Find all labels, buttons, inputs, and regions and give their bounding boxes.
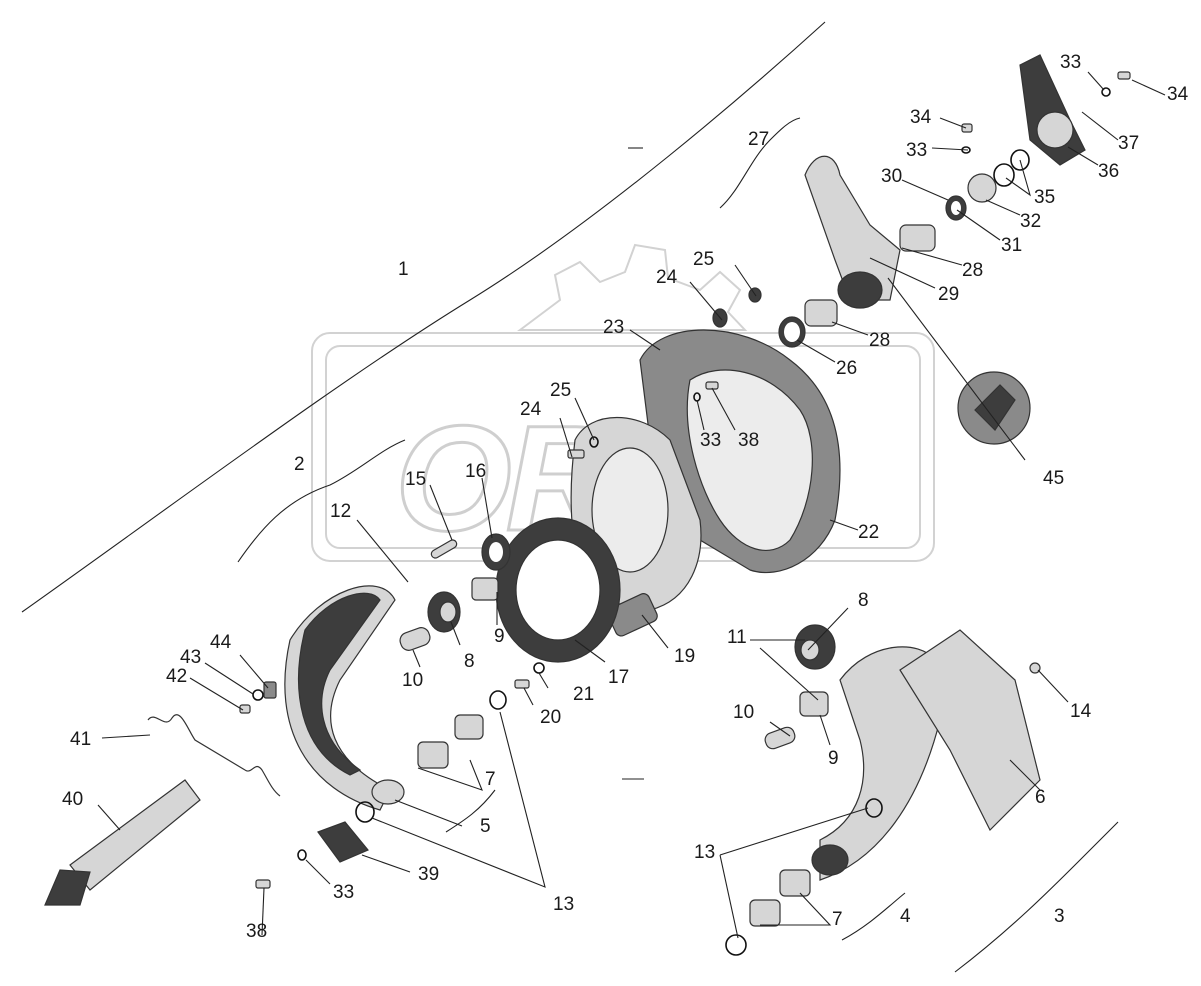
- part-pin-15: [430, 539, 458, 559]
- part-bolt-20-washer-21: [514, 662, 545, 689]
- callout-2: 2: [294, 454, 305, 475]
- part-slack-adjuster-36-37: [993, 54, 1086, 187]
- callout-10-right: 10: [733, 702, 754, 723]
- callout-32: 32: [1020, 211, 1041, 232]
- callout-16: 16: [465, 461, 486, 482]
- callout-34-top: 34: [910, 107, 932, 128]
- callout-9-right: 9: [828, 748, 839, 769]
- callout-44: 44: [210, 632, 232, 653]
- callout-28-upper: 28: [962, 260, 983, 281]
- callout-labels: 1 2 3 4 5 6 7 7 8 8 9 9 10 10 11 12 13 1…: [62, 52, 1189, 942]
- part-small-fasteners-42-44: [239, 681, 277, 714]
- callout-36: 36: [1098, 161, 1119, 182]
- callout-13-left: 13: [553, 894, 574, 915]
- callout-7-right: 7: [832, 909, 843, 930]
- callout-25-top: 25: [693, 249, 714, 270]
- callout-28-lower: 28: [869, 330, 890, 351]
- callout-15: 15: [405, 469, 426, 490]
- part-detail-view-45: [957, 371, 1031, 445]
- part-rings-13-right: [725, 798, 883, 956]
- callout-39: 39: [418, 864, 439, 885]
- part-pin-10-left: [399, 627, 431, 651]
- part-seal-16: [481, 533, 511, 571]
- part-bolt-38-bottom: [255, 879, 271, 889]
- callout-45: 45: [1043, 468, 1064, 489]
- part-rings-13-left: [355, 690, 507, 823]
- part-seal-26: [778, 316, 806, 348]
- part-roller-8-left: [427, 591, 461, 633]
- callout-13-right: 13: [694, 842, 715, 863]
- part-brake-shoe-5: [284, 585, 405, 811]
- part-bolt-34-top: [961, 123, 973, 133]
- callout-33-bottom: 33: [333, 882, 354, 903]
- part-brake-shoe-4-6: [811, 629, 1041, 881]
- callout-9-left: 9: [494, 626, 505, 647]
- callout-37: 37: [1118, 133, 1139, 154]
- callout-4: 4: [900, 906, 911, 927]
- part-spring-41: [147, 714, 281, 797]
- part-gasket-17: [495, 517, 621, 663]
- callout-29: 29: [938, 284, 959, 305]
- callout-25-mid: 25: [550, 380, 571, 401]
- callout-34-right: 34: [1167, 84, 1189, 105]
- part-camshaft-40: [44, 779, 201, 906]
- callout-20: 20: [540, 707, 561, 728]
- part-washer-33-bottom: [297, 849, 307, 861]
- callout-43: 43: [180, 647, 201, 668]
- part-clip-14: [1029, 662, 1041, 674]
- part-bushing-9-left: [471, 577, 499, 601]
- callout-22: 22: [858, 522, 879, 543]
- part-camshaft-bracket-27: [804, 155, 936, 309]
- callout-23: 23: [603, 317, 624, 338]
- callout-21: 21: [573, 684, 594, 705]
- callout-14: 14: [1070, 701, 1092, 722]
- callout-7-left: 7: [485, 769, 496, 790]
- callout-6: 6: [1035, 787, 1046, 808]
- part-bushings-7-left: [417, 714, 484, 769]
- callout-31: 31: [1001, 235, 1022, 256]
- callout-33-top: 33: [906, 140, 927, 161]
- part-bushing-28-lower: [804, 299, 838, 327]
- callout-8-right: 8: [858, 590, 869, 611]
- callout-41: 41: [70, 729, 91, 750]
- part-bushings-7-right: [749, 869, 811, 927]
- callout-42: 42: [166, 666, 187, 687]
- callout-24-top: 24: [656, 267, 678, 288]
- part-plate-39: [317, 821, 369, 863]
- callout-24-mid: 24: [520, 399, 542, 420]
- part-bracket-23-and-fasteners: [567, 287, 762, 459]
- callout-38-bottom: 38: [246, 921, 267, 942]
- callout-27: 27: [748, 129, 769, 150]
- callout-26: 26: [836, 358, 857, 379]
- callout-30: 30: [881, 166, 902, 187]
- group-boundaries: [21, 21, 1119, 973]
- part-pin-10-right: [764, 726, 796, 750]
- callout-33-right: 33: [1060, 52, 1081, 73]
- leader-lines: [97, 71, 1166, 939]
- part-bushing-9-right: [799, 691, 829, 717]
- part-roller-8-right: [794, 624, 836, 670]
- callout-10-left: 10: [402, 670, 423, 691]
- callout-5: 5: [480, 816, 491, 837]
- callout-3: 3: [1054, 906, 1065, 927]
- part-bolt-34-right: [1117, 71, 1131, 80]
- callout-17: 17: [608, 667, 629, 688]
- callout-12: 12: [330, 501, 351, 522]
- callout-33-mid: 33: [700, 430, 721, 451]
- callout-35: 35: [1034, 187, 1055, 208]
- callout-40: 40: [62, 789, 83, 810]
- callout-8-left: 8: [464, 651, 475, 672]
- callout-38-mid: 38: [738, 430, 759, 451]
- callout-11: 11: [727, 627, 747, 648]
- callout-19: 19: [674, 646, 695, 667]
- part-ring-stack-30-32: [945, 173, 997, 221]
- callout-1: 1: [398, 259, 409, 280]
